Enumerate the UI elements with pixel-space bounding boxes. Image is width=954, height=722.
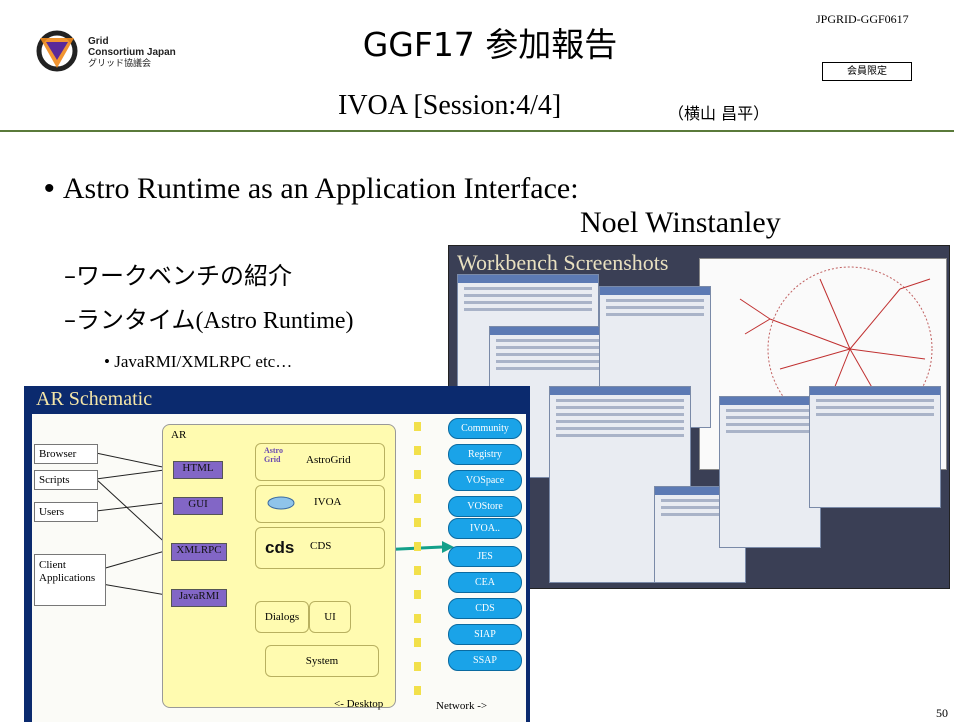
- interface-javarmi: JavaRMI: [171, 589, 227, 607]
- boundary-dot: [414, 470, 421, 479]
- ar-schematic-title: AR Schematic: [36, 388, 153, 410]
- component-ui: UI: [309, 601, 351, 633]
- network-label: Network ->: [436, 700, 488, 712]
- ar-label: AR: [171, 429, 187, 441]
- boundary-dot: [414, 686, 421, 695]
- speaker-name: Noel Winstanley: [580, 206, 781, 239]
- sub-bullet-runtime-en: (Astro Runtime): [195, 308, 354, 334]
- client-applications: Client Applications: [34, 554, 106, 606]
- ivoa-logo-icon: [267, 496, 295, 510]
- component-ivoa: IVOA: [255, 485, 385, 523]
- session-subtitle: IVOA [Session:4/4]: [338, 90, 562, 121]
- bullet-text: Astro Runtime as an Application Interfac…: [62, 172, 579, 205]
- boundary-dot: [414, 662, 421, 671]
- boundary-dot: [414, 590, 421, 599]
- network-jes: JES: [448, 546, 522, 567]
- sub-sub-bullet-rpc: • JavaRMI/XMLRPC etc…: [104, 352, 293, 371]
- interface-html: HTML: [173, 461, 223, 479]
- network-cds: CDS: [448, 598, 522, 619]
- network-registry: Registry: [448, 444, 522, 465]
- header-divider: [0, 130, 954, 132]
- boundary-dot: [414, 422, 421, 431]
- boundary-dot: [414, 614, 421, 623]
- boundary-dot: [414, 638, 421, 647]
- component-dialogs: Dialogs: [255, 601, 309, 633]
- logo-mark-icon: [36, 30, 78, 72]
- network-community: Community: [448, 418, 522, 439]
- astrogrid-logo: Astro Grid: [264, 446, 283, 464]
- network-vospace: VOSpace: [448, 470, 522, 491]
- boundary-dot: [414, 542, 421, 551]
- ar-container: AR HTML GUI XMLRPC JavaRMI Astro Grid As…: [162, 424, 396, 708]
- members-only-badge: 会員限定: [822, 62, 912, 81]
- sub-bullet-runtime-jp: –ランタイム: [64, 306, 196, 334]
- ar-schematic-image: AR Schematic Browser Scripts Users Clien…: [24, 386, 530, 722]
- network-ivoa: IVOA..: [448, 518, 522, 539]
- slide-title: GGF17 参加報告: [362, 25, 618, 64]
- component-astrogrid: Astro Grid AstroGrid: [255, 443, 385, 481]
- sub-bullet-runtime: –ランタイム(Astro Runtime): [64, 300, 354, 335]
- boundary-dot: [414, 446, 421, 455]
- svg-text:cds: cds: [265, 538, 294, 557]
- component-cds: cds CDS: [255, 527, 385, 569]
- network-siap: SIAP: [448, 624, 522, 645]
- network-ssap: SSAP: [448, 650, 522, 671]
- workbench-window: [809, 386, 941, 508]
- workbench-window: [719, 396, 821, 548]
- page-number: 50: [936, 706, 948, 720]
- cds-logo-icon: cds: [265, 538, 294, 557]
- interface-xmlrpc: XMLRPC: [171, 543, 227, 561]
- sub-bullet-workbench: –ワークベンチの紹介: [64, 262, 292, 290]
- workbench-screenshot-image: Workbench Screenshots: [448, 245, 950, 589]
- boundary-dot: [414, 518, 421, 527]
- client-browser: Browser: [34, 444, 98, 464]
- boundary-dot: [414, 494, 421, 503]
- bullet-astro-runtime: • Astro Runtime as an Application Interf…: [44, 172, 579, 206]
- client-users: Users: [34, 502, 98, 522]
- boundary-dot: [414, 566, 421, 575]
- network-cea: CEA: [448, 572, 522, 593]
- grid-consortium-logo: Grid Consortium Japan グリッド協議会: [34, 28, 234, 78]
- author-name: （横山 昌平）: [668, 104, 770, 123]
- bullet-marker: •: [44, 172, 55, 205]
- ar-schematic-diagram: Browser Scripts Users Client Application…: [32, 414, 526, 722]
- component-system: System: [265, 645, 379, 677]
- client-scripts: Scripts: [34, 470, 98, 490]
- desktop-label: <- Desktop: [334, 698, 384, 710]
- network-vostore: VOStore: [448, 496, 522, 517]
- logo-text: Grid Consortium Japan グリッド協議会: [88, 36, 176, 68]
- workbench-screenshot-title: Workbench Screenshots: [457, 250, 669, 275]
- document-id: JPGRID-GGF0617: [816, 12, 909, 26]
- interface-gui: GUI: [173, 497, 223, 515]
